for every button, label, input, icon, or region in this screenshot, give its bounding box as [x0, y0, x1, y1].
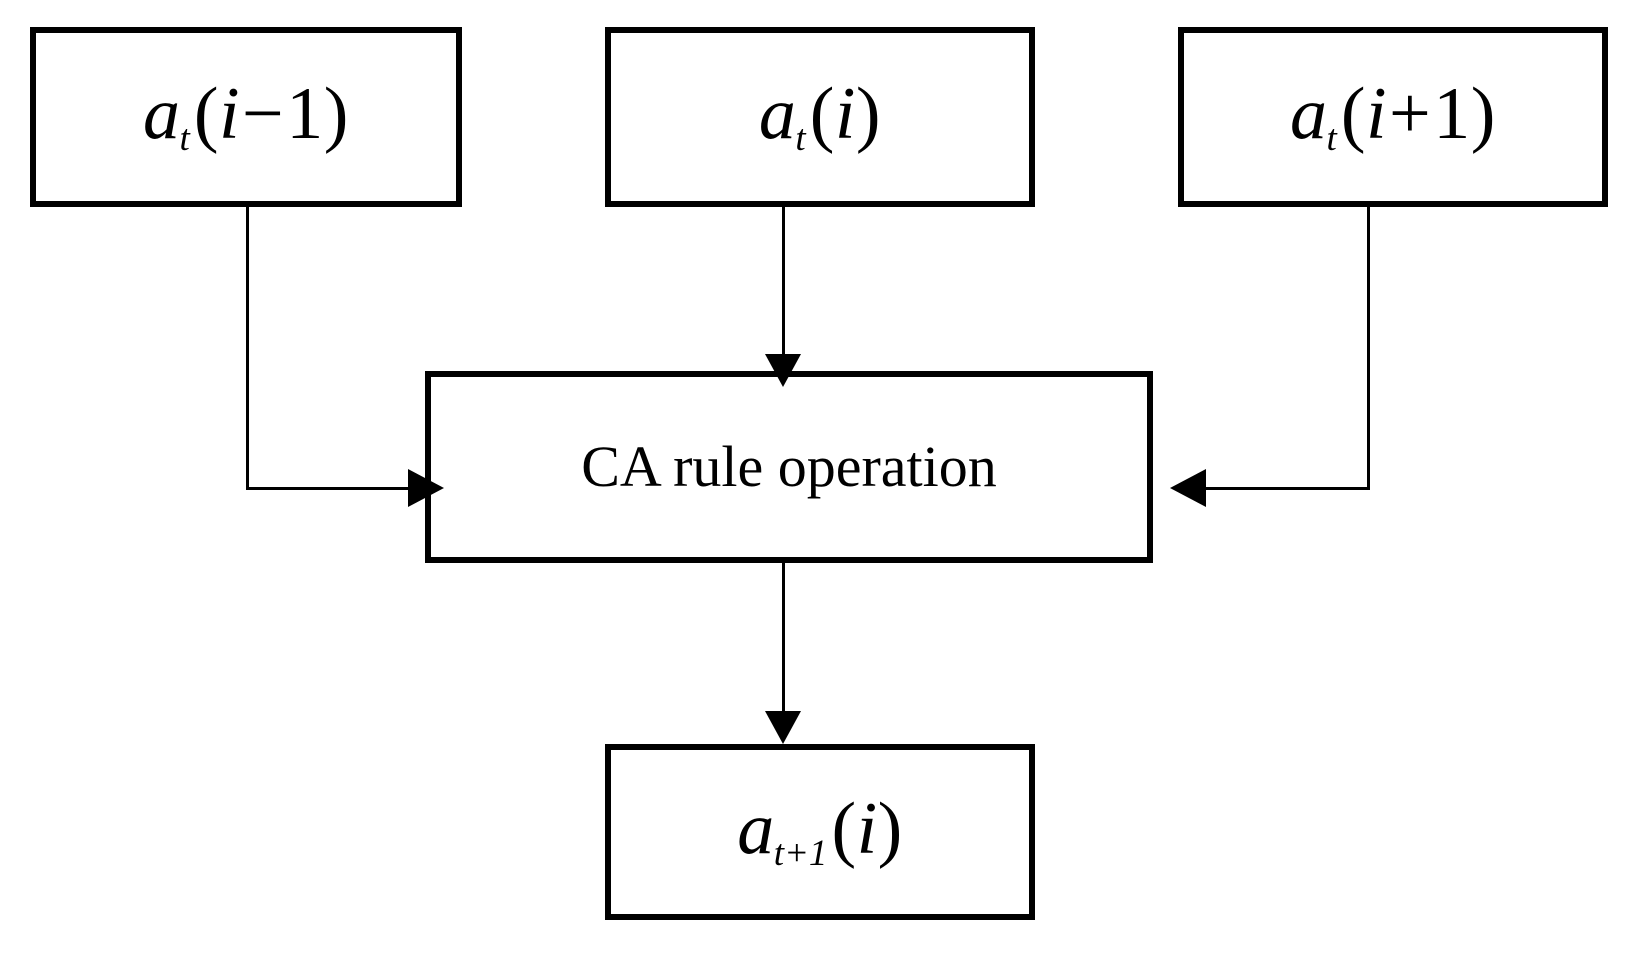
edge-process-to-output-arrowhead	[765, 711, 801, 744]
edge-left-to-process-arrowhead	[408, 469, 444, 507]
edge-process-to-output-vertical	[782, 561, 785, 713]
edge-left-to-process-vertical	[246, 205, 249, 490]
edge-right-to-process-vertical	[1367, 205, 1370, 490]
edge-center-to-process-vertical	[782, 205, 785, 357]
edge-center-to-process-arrowhead	[765, 354, 801, 387]
node-right-input: at(i+1)	[1178, 27, 1608, 207]
edge-right-to-process-arrowhead	[1170, 469, 1206, 507]
node-center-input: at(i)	[605, 27, 1035, 207]
node-output-label: at+1(i)	[737, 787, 903, 875]
node-center-input-label: at(i)	[758, 72, 882, 160]
node-left-input-label: at(i−1)	[143, 72, 349, 160]
node-process-label: CA rule operation	[581, 434, 997, 499]
edge-left-to-process-horizontal	[246, 487, 411, 490]
edge-right-to-process-horizontal	[1206, 487, 1370, 490]
node-right-input-label: at(i+1)	[1290, 72, 1496, 160]
node-process: CA rule operation	[425, 371, 1153, 563]
node-output: at+1(i)	[605, 744, 1035, 920]
node-left-input: at(i−1)	[30, 27, 462, 207]
